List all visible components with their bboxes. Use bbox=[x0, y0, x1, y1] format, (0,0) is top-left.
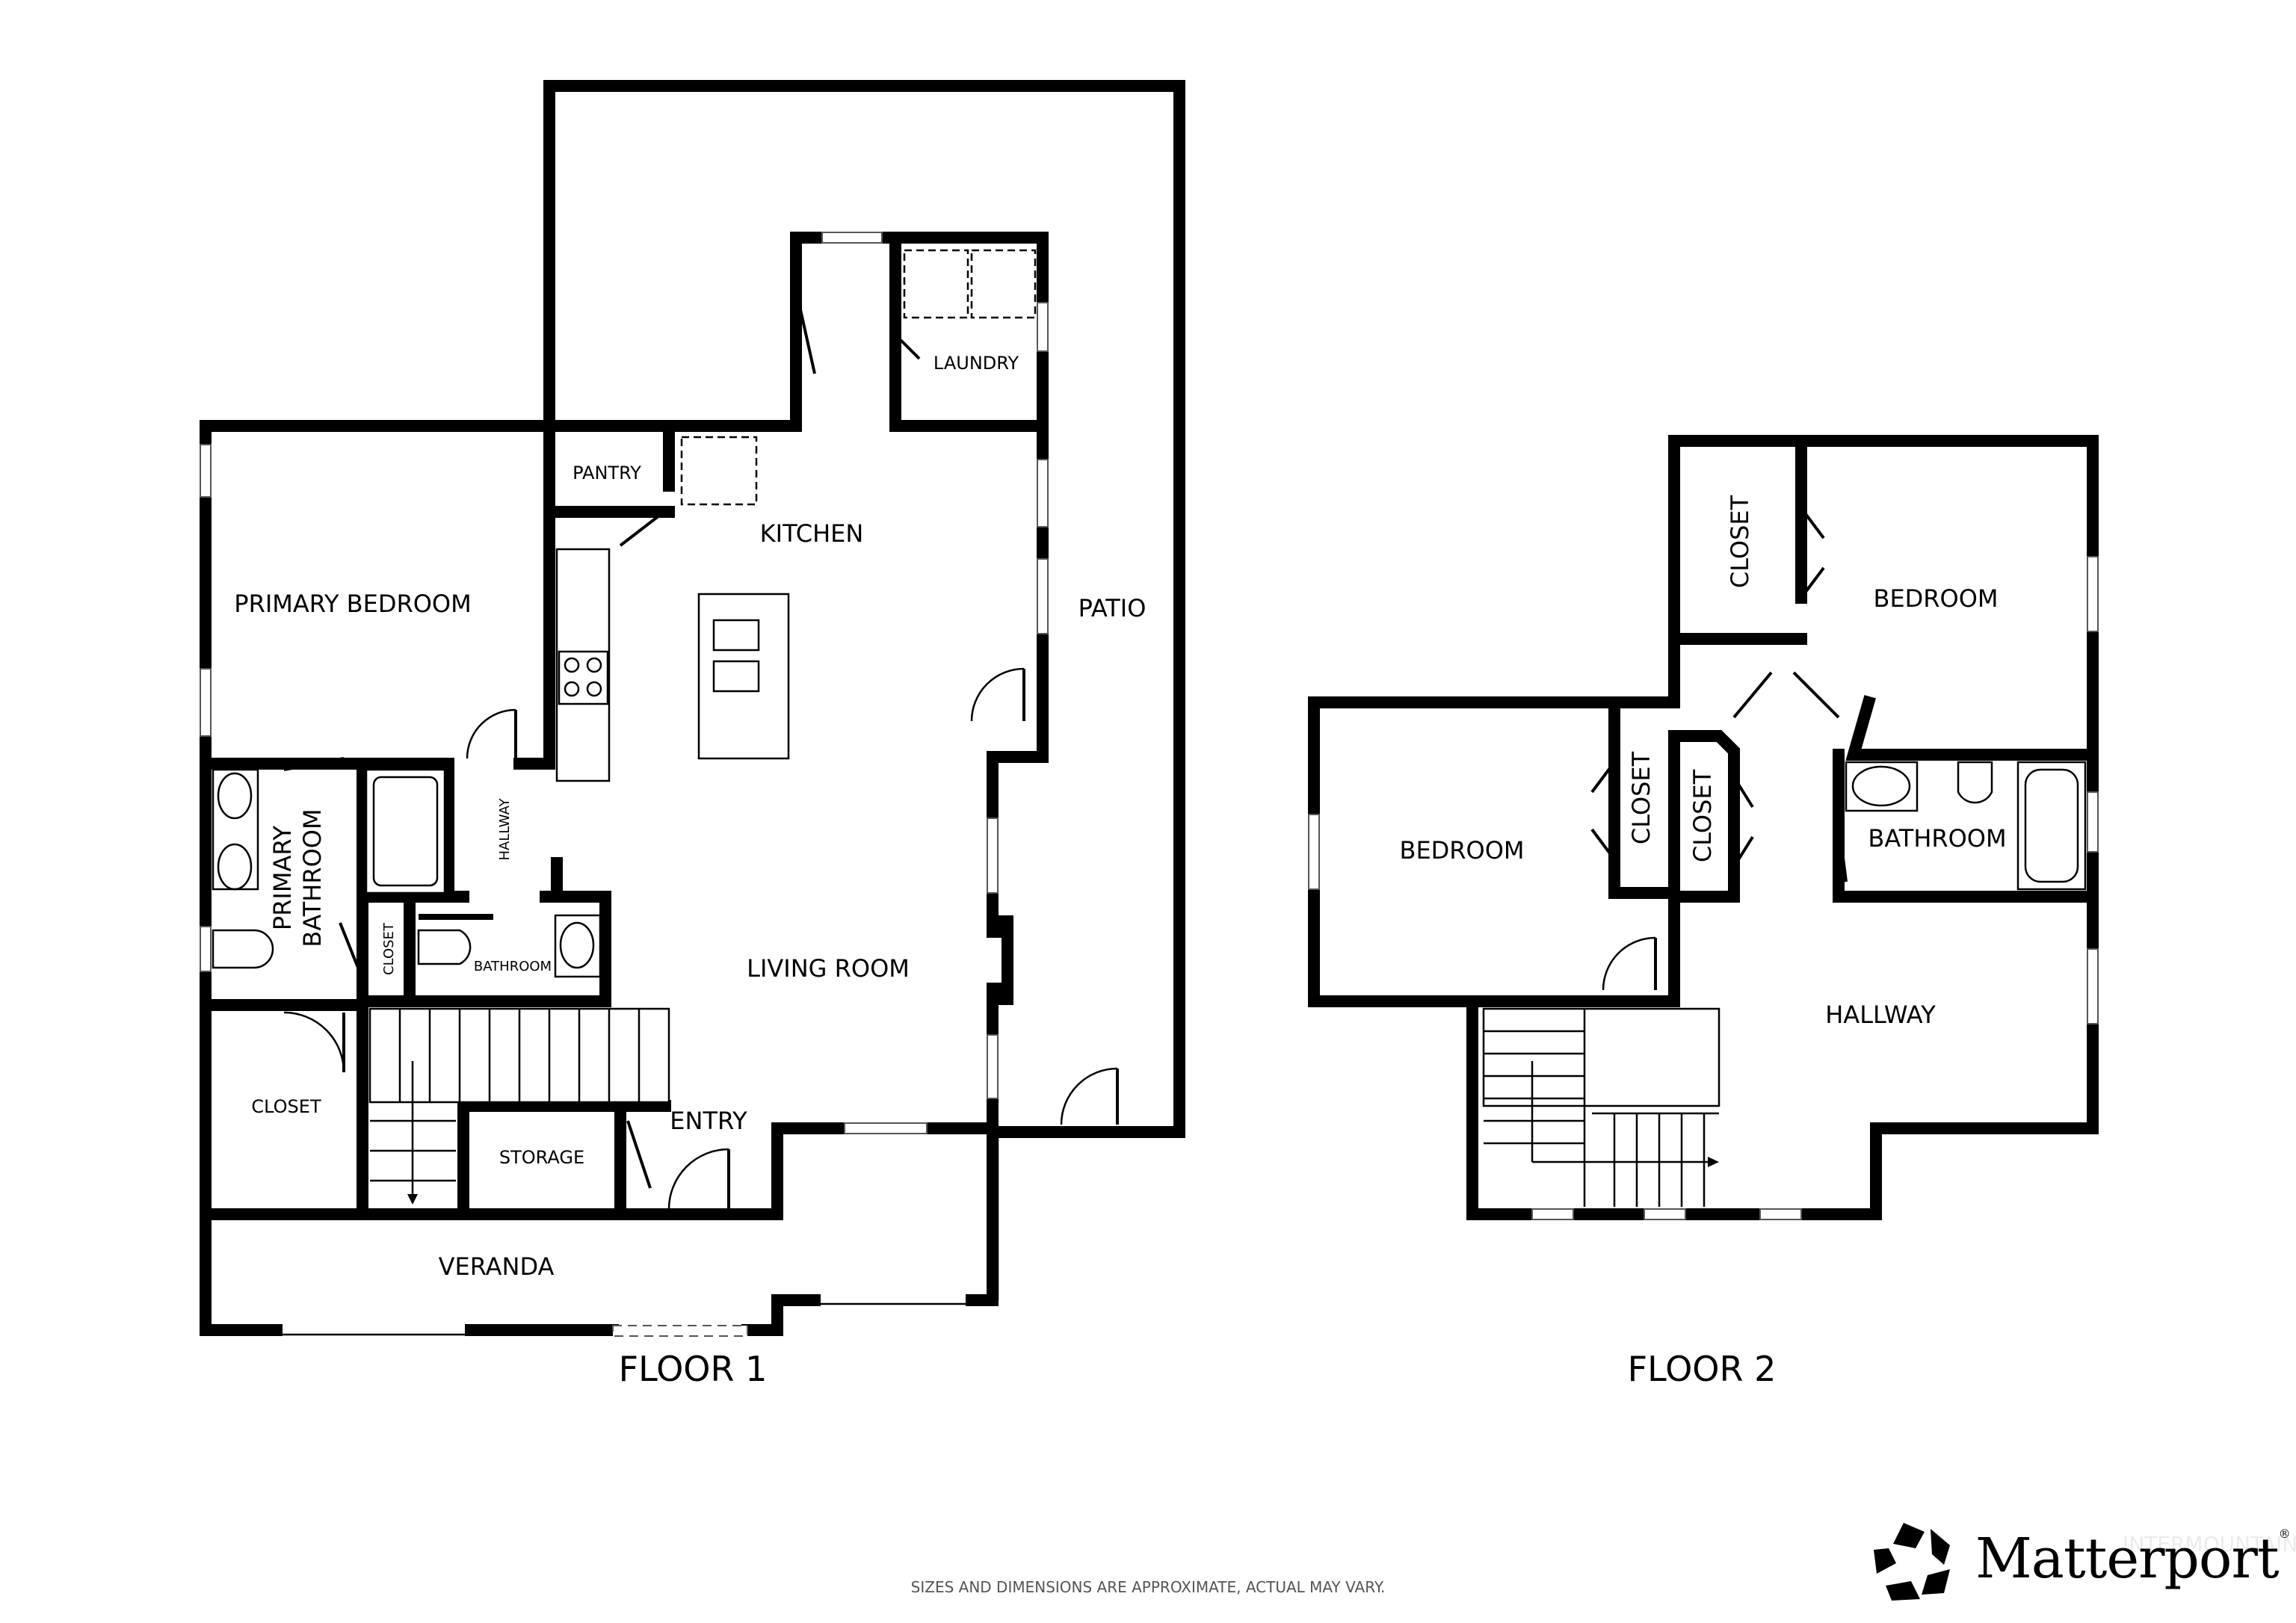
room-label-hallway: HALLWAY bbox=[497, 798, 513, 861]
floor-2-stairs bbox=[1482, 1007, 1721, 1207]
bathroom-wall bbox=[357, 891, 611, 1007]
watermark: INTERMOUNTAIN bbox=[2123, 1532, 2296, 1556]
floor-1-plan: PRIMARY BEDROOM PANTRY KITCHEN LAUNDRY P… bbox=[200, 80, 1185, 1389]
floor-2-east-wall bbox=[1466, 749, 2099, 1220]
room-label-primary-bathroom: BATHROOM bbox=[298, 809, 327, 947]
floor-1-fixtures bbox=[212, 249, 1037, 978]
room-label-closet-2: CLOSET bbox=[251, 1096, 321, 1117]
room-label-bathroom-f2: BATHROOM bbox=[1868, 824, 2006, 853]
storage-wall bbox=[457, 1100, 671, 1220]
room-label-primary: PRIMARY bbox=[268, 825, 297, 930]
room-label-closet-f2c: CLOSET bbox=[1688, 769, 1717, 862]
room-label-living-room: LIVING ROOM bbox=[747, 954, 910, 983]
floor-2-fixtures bbox=[1845, 761, 2087, 891]
room-label-primary-bedroom: PRIMARY BEDROOM bbox=[234, 590, 471, 618]
room-label-closet: CLOSET bbox=[381, 922, 397, 975]
room-label-patio: PATIO bbox=[1078, 594, 1147, 622]
room-label-veranda: VERANDA bbox=[439, 1252, 555, 1281]
floor-2-title: FLOOR 2 bbox=[1628, 1349, 1777, 1389]
wall-segment bbox=[741, 1294, 821, 1336]
room-label-laundry: LAUNDRY bbox=[933, 353, 1019, 374]
wall-segment bbox=[1668, 730, 1740, 903]
floor-1-doors bbox=[283, 306, 1119, 1210]
floor-2-plan: CLOSET BEDROOM BEDROOM CLOSET CLOSET BAT… bbox=[1308, 435, 2099, 1389]
matterport-logo-icon bbox=[1874, 1523, 1950, 1601]
brand-name: Matterport® bbox=[1975, 1527, 2291, 1591]
room-label-storage: STORAGE bbox=[499, 1147, 584, 1168]
patio-wall bbox=[543, 80, 1185, 1138]
room-label-pantry: PANTRY bbox=[573, 463, 641, 483]
room-label-closet-f2b: CLOSET bbox=[1627, 751, 1655, 844]
wall-segment bbox=[966, 1130, 999, 1306]
floor-1-title: FLOOR 1 bbox=[619, 1349, 768, 1389]
floor-2-doors bbox=[1590, 507, 1848, 991]
south-wall bbox=[200, 1122, 851, 1220]
room-label-closet-f2a: CLOSET bbox=[1726, 495, 1754, 588]
room-label-entry: ENTRY bbox=[670, 1107, 747, 1135]
wall-segment bbox=[1845, 695, 2099, 761]
veranda-gate bbox=[612, 1325, 748, 1337]
floor-1-stairs bbox=[368, 1007, 670, 1205]
veranda-wall bbox=[200, 1208, 283, 1336]
room-label-hallway-f2: HALLWAY bbox=[1825, 1001, 1936, 1029]
room-label-bedroom-f2b: BEDROOM bbox=[1399, 836, 1524, 865]
room-label-kitchen: KITCHEN bbox=[760, 519, 864, 548]
room-label-bedroom-f2a: BEDROOM bbox=[1873, 584, 1998, 613]
room-label-bathroom: BATHROOM bbox=[474, 959, 552, 974]
disclaimer: SIZES AND DIMENSIONS ARE APPROXIMATE, AC… bbox=[910, 1578, 1386, 1596]
matterport-brand: Matterport® bbox=[1872, 1517, 2291, 1601]
